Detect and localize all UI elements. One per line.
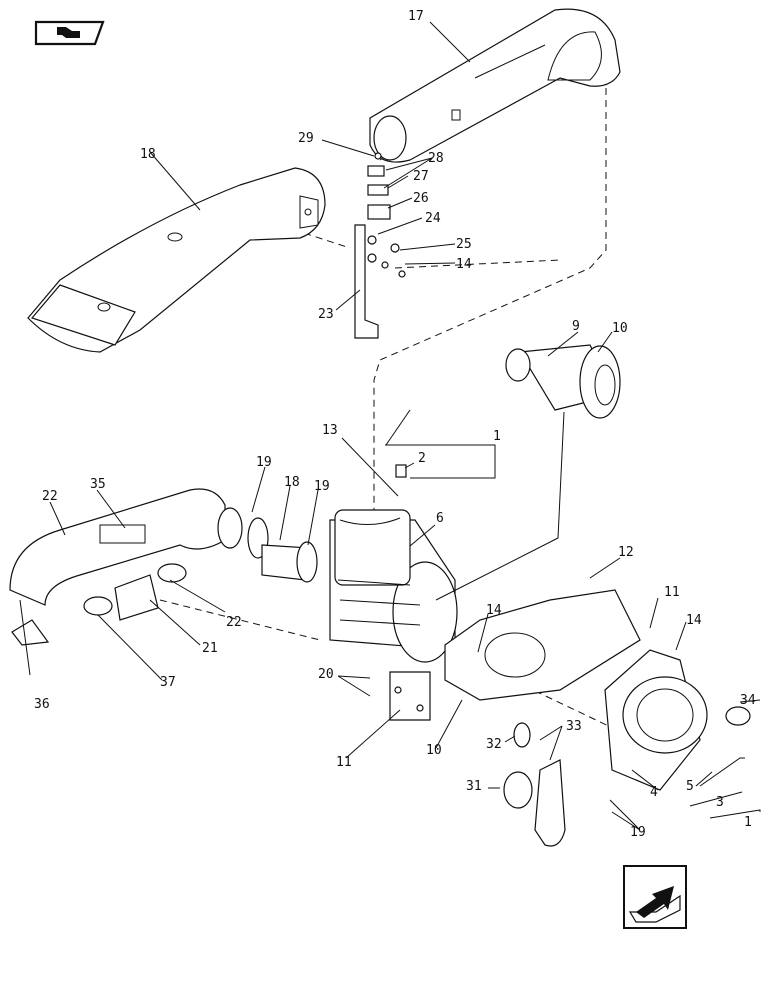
callout-26: 26 xyxy=(413,191,429,206)
valve-parts xyxy=(503,722,566,847)
callout-1-upper: 1 xyxy=(493,429,501,444)
brackets-10-11 xyxy=(389,589,641,721)
callout-35: 35 xyxy=(90,477,106,492)
callout-25: 25 xyxy=(456,237,472,252)
callout-31: 31 xyxy=(466,779,482,794)
air-filter-6 xyxy=(329,464,458,663)
callout-18-right: 19 xyxy=(314,479,330,494)
callout-2: 2 xyxy=(418,451,426,466)
callout-9: 11 xyxy=(664,585,680,600)
callout-19-right-visible: 19 xyxy=(630,825,646,840)
hose-assembly xyxy=(9,488,318,646)
callout-21: 21 xyxy=(202,641,218,656)
callout-1-lower: 1 xyxy=(744,815,752,830)
bracket-hardware xyxy=(354,152,406,339)
callout-33: 33 xyxy=(566,719,582,734)
callout-14-right: 14 xyxy=(686,613,702,628)
callout-8: 10 xyxy=(612,321,628,336)
callout-29: 29 xyxy=(298,131,314,146)
callout-19-left: 20 xyxy=(318,667,334,682)
callout-13: 13 xyxy=(322,423,338,438)
nav-arrow-icon[interactable] xyxy=(623,865,687,929)
callout-28: 28 xyxy=(428,151,444,166)
precleaner-7-8 xyxy=(505,344,621,419)
callout-7: 9 xyxy=(572,319,580,334)
callout-32: 32 xyxy=(486,737,502,752)
callout-34: 34 xyxy=(740,693,756,708)
callout-14-top: 14 xyxy=(456,257,472,272)
callout-20: 22 xyxy=(42,489,58,504)
callout-12: 12 xyxy=(618,545,634,560)
callout-36: 36 xyxy=(34,697,50,712)
callout-17: 18 xyxy=(284,475,300,490)
callout-labels: 17 18 29 28 27 26 24 25 14 23 9 10 1 13 … xyxy=(34,9,756,840)
book-arrow-icon[interactable] xyxy=(34,20,105,46)
callout-27: 27 xyxy=(413,169,429,184)
callout-5: 5 xyxy=(686,779,694,794)
callout-11-visible: 11 xyxy=(336,755,352,770)
callout-14-mid: 14 xyxy=(486,603,502,618)
callout-3: 3 xyxy=(716,795,724,810)
callout-18-left: 19 xyxy=(256,455,272,470)
callout-22-visible: 22 xyxy=(226,615,242,630)
leader-lines xyxy=(19,21,761,831)
rotary-screen xyxy=(604,649,751,791)
callout-37: 37 xyxy=(160,675,176,690)
callout-4: 4 xyxy=(650,785,658,800)
callout-15: 17 xyxy=(408,9,424,24)
callout-24: 24 xyxy=(425,211,441,226)
callout-6: 6 xyxy=(436,511,444,526)
callout-23: 23 xyxy=(318,307,334,322)
callout-16: 18 xyxy=(140,147,156,162)
callout-10-visible: 10 xyxy=(426,743,442,758)
lower-duct-16 xyxy=(27,167,326,353)
upper-duct-15 xyxy=(369,8,621,163)
